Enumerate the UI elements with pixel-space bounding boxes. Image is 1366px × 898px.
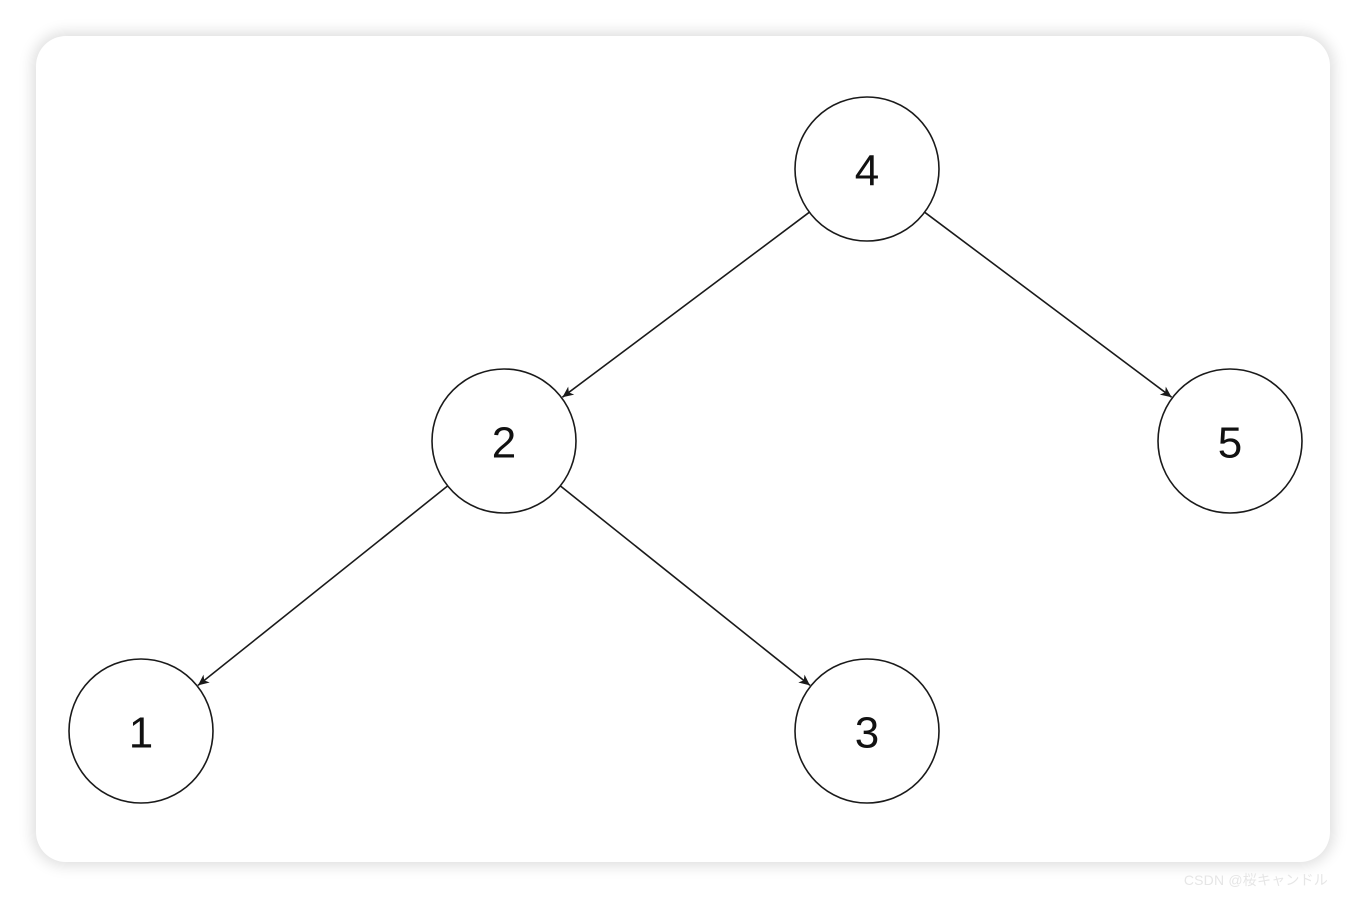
node-label: 1 bbox=[129, 709, 153, 758]
node-label: 4 bbox=[855, 147, 879, 196]
edge-n2-n1 bbox=[197, 485, 449, 687]
node-circle bbox=[1157, 368, 1303, 514]
node-circle bbox=[68, 658, 214, 804]
edge-n4-n2 bbox=[561, 211, 810, 398]
nodes-layer: 4 2 5 1 3 bbox=[68, 96, 1303, 804]
node-label: 2 bbox=[492, 419, 516, 468]
node-circle bbox=[794, 96, 940, 242]
node-circle bbox=[794, 658, 940, 804]
edge-n4-n5 bbox=[924, 211, 1173, 398]
tree-node-2: 2 bbox=[431, 368, 577, 514]
node-label: 3 bbox=[855, 709, 879, 758]
tree-node-3: 3 bbox=[794, 658, 940, 804]
edges-layer bbox=[197, 211, 1173, 687]
node-label: 5 bbox=[1218, 419, 1242, 468]
node-circle bbox=[431, 368, 577, 514]
edge-n2-n3 bbox=[559, 485, 811, 687]
tree-node-5: 5 bbox=[1157, 368, 1303, 514]
tree-node-4: 4 bbox=[794, 96, 940, 242]
watermark-text: CSDN @桜キャンドル bbox=[1183, 872, 1328, 888]
tree-node-1: 1 bbox=[68, 658, 214, 804]
diagram-card bbox=[36, 36, 1330, 862]
